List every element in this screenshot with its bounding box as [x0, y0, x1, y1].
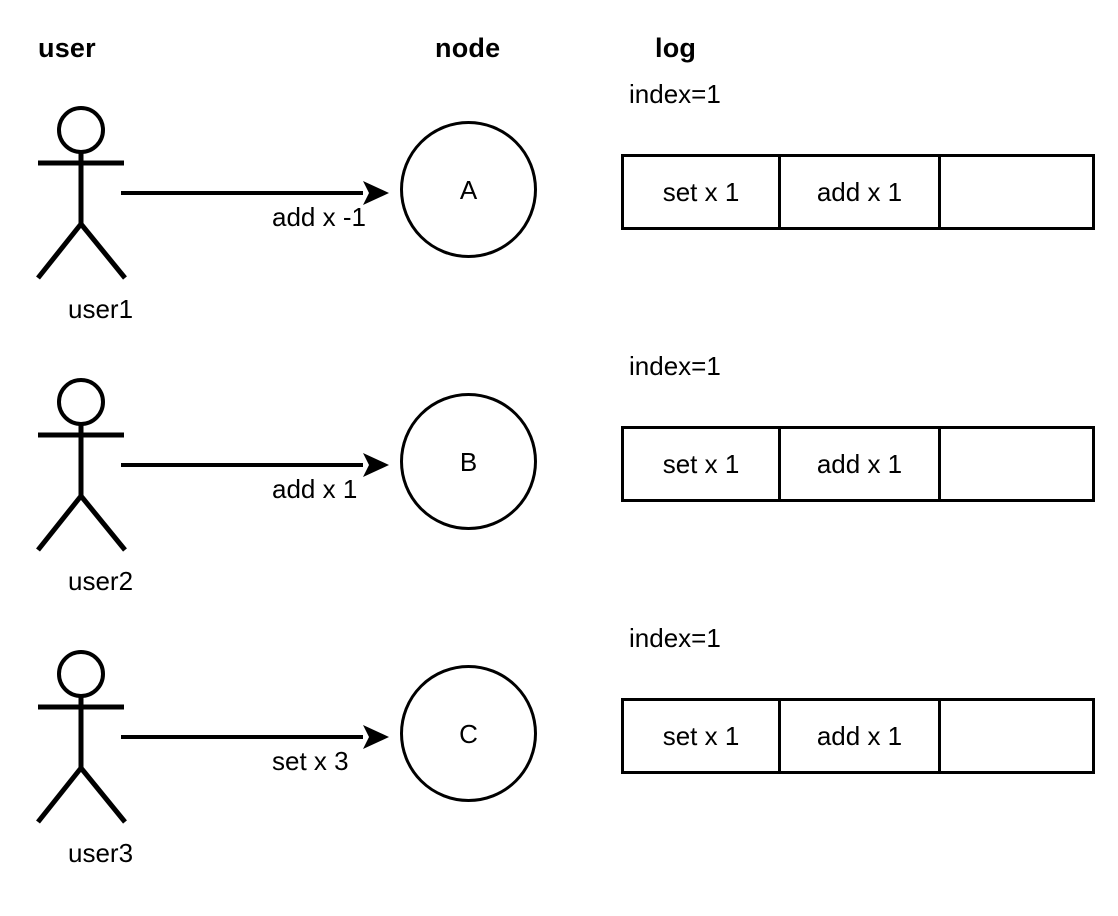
log-table: set x 1 add x 1: [621, 698, 1095, 774]
log-table: set x 1 add x 1: [621, 154, 1095, 230]
node-circle: A: [400, 121, 537, 258]
log-entry-cell: set x 1: [624, 429, 781, 499]
log-entry-cell: add x 1: [781, 701, 941, 771]
log-entry-cell: set x 1: [624, 157, 781, 227]
message-arrow-icon: add x -1: [115, 178, 390, 230]
log-index-label: index=1: [629, 351, 721, 381]
message-label: add x -1: [272, 202, 366, 232]
log-index-label: index=1: [629, 79, 721, 109]
log-entry-cell: add x 1: [781, 157, 941, 227]
column-header-user: user: [38, 33, 96, 63]
column-header-log: log: [655, 33, 697, 63]
message-label: set x 3: [272, 746, 349, 776]
node-circle: C: [400, 665, 537, 802]
node-label: A: [459, 174, 478, 205]
actor-label: user3: [68, 838, 134, 868]
stick-figure-icon: user2: [30, 378, 140, 594]
actor-label: user1: [68, 294, 134, 324]
log-index-label: index=1: [629, 623, 721, 653]
log-entry-cell: set x 1: [624, 701, 781, 771]
message-label: add x 1: [272, 474, 358, 504]
log-entry-cell: add x 1: [781, 429, 941, 499]
stick-figure-icon: user3: [30, 650, 140, 866]
node-label: B: [459, 446, 478, 477]
column-header-node: node: [435, 33, 501, 63]
node-label: C: [459, 718, 478, 749]
log-entry-cell-empty: [941, 701, 1098, 771]
log-entry-cell-empty: [941, 429, 1098, 499]
log-table: set x 1 add x 1: [621, 426, 1095, 502]
diagram-row: user3 set x 3 C index=1 set x 1 add x 1: [0, 625, 1118, 916]
node-circle: B: [400, 393, 537, 530]
stick-figure-icon: user1: [30, 106, 140, 322]
actor-label: user2: [68, 566, 134, 596]
diagram-row: user1 add x -1 A index=1 set x 1 add x 1: [0, 81, 1118, 378]
message-arrow-icon: add x 1: [115, 450, 390, 502]
message-arrow-icon: set x 3: [115, 722, 390, 774]
diagram-row: user2 add x 1 B index=1 set x 1 add x 1: [0, 353, 1118, 650]
log-entry-cell-empty: [941, 157, 1098, 227]
